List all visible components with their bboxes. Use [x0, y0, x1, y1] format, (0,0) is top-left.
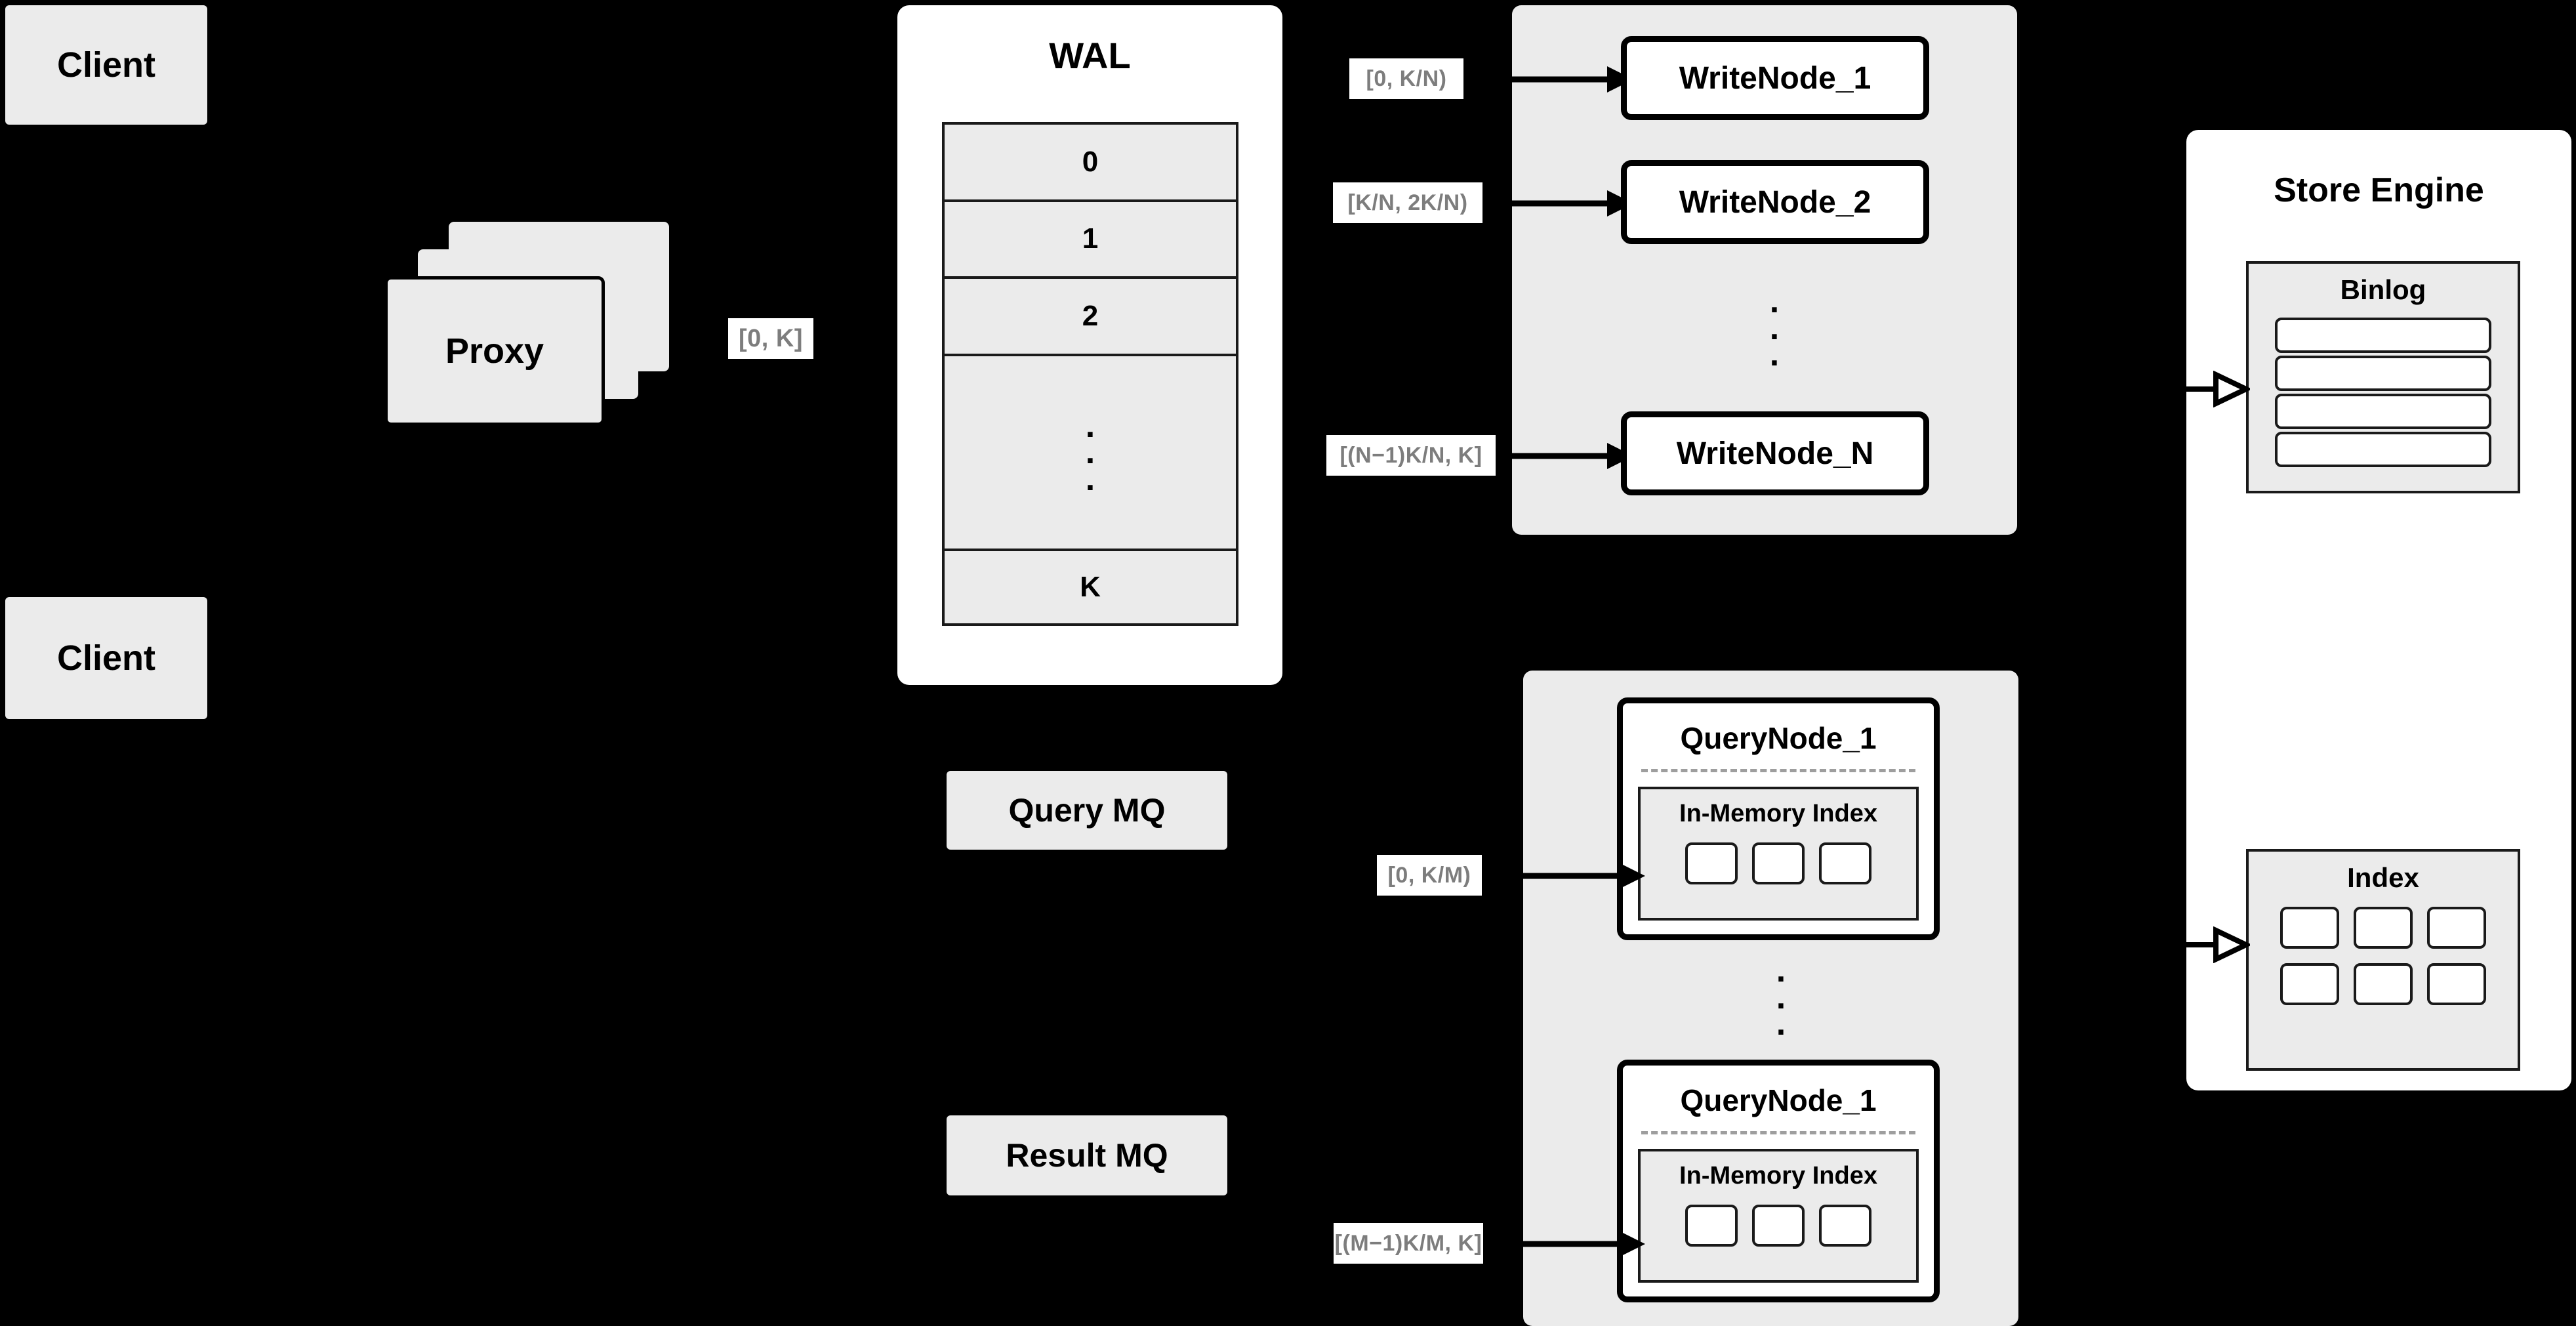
- range-label-query-node-m: [(M−1)K/M, K]: [1334, 1223, 1483, 1264]
- write-node-n-label: WriteNode_N: [1676, 436, 1874, 471]
- write-node-n-box[interactable]: WriteNode_N: [1621, 411, 1929, 495]
- range-label-query-node-m-text: [(M−1)K/M, K]: [1334, 1230, 1482, 1256]
- index-cell: [2280, 963, 2339, 1005]
- query-node-ellipsis-dot-2: .: [1776, 978, 1786, 1016]
- query-node-1-in-memory-index-title: In-Memory Index: [1679, 800, 1877, 827]
- range-label-proxy-to-wal: [0, K]: [728, 318, 813, 359]
- query-node-ellipsis-dot-3: .: [1776, 1005, 1786, 1043]
- index-cell: [2427, 963, 2486, 1005]
- range-label-write-node-n: [(N−1)K/N, K]: [1326, 435, 1496, 476]
- index-title: Index: [2347, 862, 2419, 893]
- query-node-cluster-ellipsis: . . .: [1748, 938, 1814, 1056]
- query-node-m-in-memory-index-title: In-Memory Index: [1679, 1162, 1877, 1190]
- query-node-1-title: QueryNode_1: [1680, 721, 1877, 755]
- write-node-ellipsis-dot-2: .: [1769, 308, 1780, 347]
- range-label-write-node-2: [K/N, 2K/N): [1333, 182, 1482, 223]
- wal-row-1: 1: [945, 201, 1236, 280]
- write-node-ellipsis-dot-1: .: [1769, 282, 1780, 321]
- binlog-box: Binlog: [2246, 261, 2520, 493]
- write-node-cluster-ellipsis: . . .: [1742, 276, 1807, 381]
- query-mq-box[interactable]: Query MQ: [947, 771, 1227, 850]
- range-label-query-node-1: [0, K/M): [1377, 855, 1482, 896]
- client-box-2[interactable]: Client: [5, 597, 207, 719]
- wal-ellipsis-dot-3: .: [1085, 459, 1095, 498]
- query-node-m-divider: [1641, 1131, 1915, 1134]
- query-node-m-in-memory-index: In-Memory Index: [1638, 1149, 1919, 1283]
- binlog-title: Binlog: [2340, 274, 2426, 305]
- index-cell: [2354, 907, 2413, 949]
- binlog-segment: [2275, 356, 2491, 391]
- range-label-write-node-1-text: [0, K/N): [1366, 66, 1447, 91]
- range-label-query-node-1-text: [0, K/M): [1387, 862, 1471, 888]
- query-node-1-in-memory-index: In-Memory Index: [1638, 787, 1919, 921]
- wal-ellipsis-dot-1: .: [1085, 406, 1095, 445]
- index-cell: [2354, 963, 2413, 1005]
- wal-ellipsis-dot-2: .: [1085, 433, 1095, 472]
- wal-table: 0 1 2 . . . K: [942, 122, 1238, 626]
- proxy-label: Proxy: [445, 331, 544, 371]
- write-node-1-box[interactable]: WriteNode_1: [1621, 36, 1929, 120]
- wal-row-0: 0: [945, 125, 1236, 202]
- index-cell: [2280, 907, 2339, 949]
- query-node-1-index-cell: [1819, 842, 1871, 884]
- client-box-1[interactable]: Client: [5, 5, 207, 125]
- arrow-to-binlog: [2178, 371, 2250, 407]
- binlog-segment: [2275, 318, 2491, 353]
- index-cell: [2427, 907, 2486, 949]
- wal-row-0-label: 0: [1082, 145, 1099, 178]
- range-label-write-node-1: [0, K/N): [1349, 58, 1463, 99]
- binlog-segment: [2275, 394, 2491, 429]
- arrow-to-write-node-n: [1509, 443, 1633, 469]
- arrow-to-query-node-m: [1521, 1231, 1645, 1257]
- query-node-m-index-cell: [1819, 1205, 1871, 1247]
- write-node-ellipsis-dot-3: .: [1769, 335, 1780, 374]
- arrow-to-write-node-2: [1509, 190, 1633, 217]
- write-node-1-label: WriteNode_1: [1679, 60, 1871, 96]
- wal-row-k: K: [945, 551, 1236, 624]
- write-node-2-label: WriteNode_2: [1679, 184, 1871, 220]
- result-mq-label: Result MQ: [1006, 1136, 1168, 1174]
- proxy-box[interactable]: Proxy: [384, 276, 605, 426]
- range-label-write-node-2-text: [K/N, 2K/N): [1347, 190, 1468, 215]
- query-node-m-index-cells: [1685, 1205, 1871, 1247]
- arrow-to-query-node-1: [1521, 863, 1645, 889]
- client-label-2: Client: [56, 638, 155, 678]
- query-node-1-index-cell: [1752, 842, 1805, 884]
- index-cell-row: [2280, 907, 2486, 949]
- query-node-m-box[interactable]: QueryNode_1 In-Memory Index: [1617, 1060, 1940, 1302]
- query-node-m-index-cell: [1685, 1205, 1738, 1247]
- query-node-1-index-cells: [1685, 842, 1871, 884]
- wal-row-k-label: K: [1080, 571, 1101, 604]
- query-node-ellipsis-dot-1: .: [1776, 951, 1786, 990]
- wal-title: WAL: [1049, 35, 1131, 76]
- client-label-1: Client: [56, 45, 155, 85]
- index-box: Index: [2246, 849, 2520, 1071]
- index-cell-row: [2280, 963, 2486, 1005]
- query-node-1-index-cell: [1685, 842, 1738, 884]
- query-node-1-box[interactable]: QueryNode_1 In-Memory Index: [1617, 697, 1940, 940]
- write-node-2-box[interactable]: WriteNode_2: [1621, 160, 1929, 244]
- binlog-segment: [2275, 432, 2491, 467]
- result-mq-box[interactable]: Result MQ: [947, 1115, 1227, 1195]
- wal-row-1-label: 1: [1082, 222, 1099, 255]
- query-node-m-index-cell: [1752, 1205, 1805, 1247]
- wal-row-ellipsis: . . .: [945, 356, 1236, 552]
- arrow-to-index: [2178, 926, 2250, 963]
- query-node-m-title: QueryNode_1: [1680, 1083, 1877, 1117]
- range-label-proxy-to-wal-text: [0, K]: [739, 324, 803, 352]
- arrow-to-write-node-1: [1509, 66, 1633, 93]
- wal-row-2: 2: [945, 279, 1236, 356]
- range-label-write-node-n-text: [(N−1)K/N, K]: [1339, 442, 1482, 468]
- store-engine-title: Store Engine: [2274, 171, 2484, 209]
- query-node-1-divider: [1641, 769, 1915, 772]
- wal-row-2-label: 2: [1082, 299, 1099, 332]
- query-mq-label: Query MQ: [1008, 791, 1166, 829]
